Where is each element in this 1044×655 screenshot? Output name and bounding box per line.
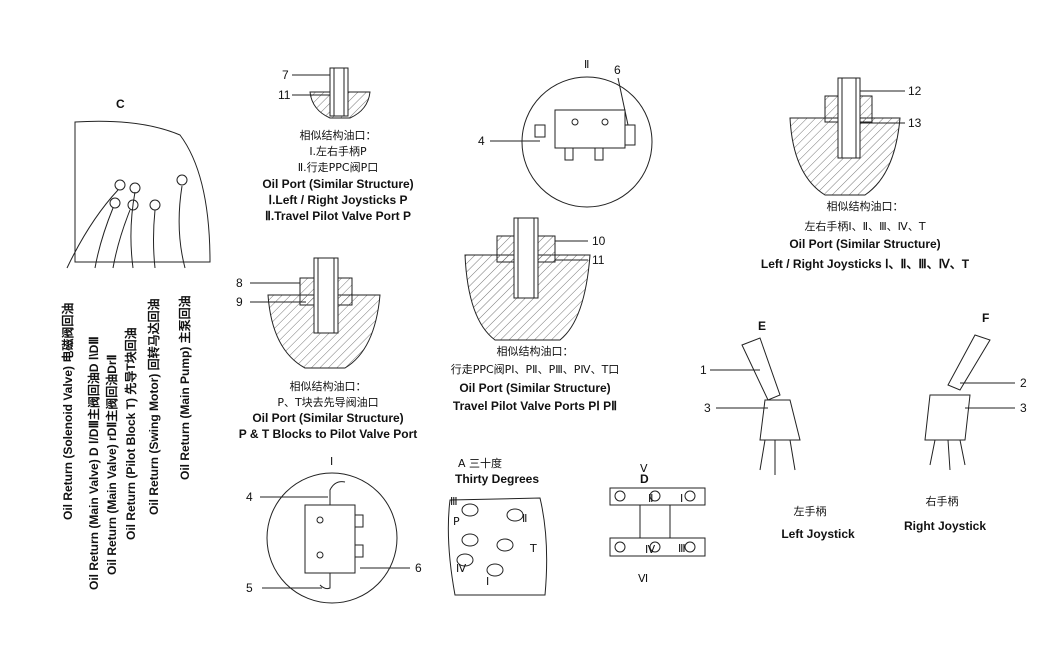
- port-label: Ⅱ: [522, 512, 527, 525]
- view-f-right-joystick: F 2 3 右手柄 Right Joystick: [904, 311, 1027, 533]
- callout-8: 8: [236, 276, 243, 290]
- right-joystick-en: Right Joystick: [904, 519, 986, 533]
- port-label: T: [529, 542, 537, 555]
- view-c-label: C: [116, 97, 125, 111]
- return-label-main-valve-2: Oil Return (Main Valve) rDⅡ主阀回油DrⅡ: [104, 354, 119, 575]
- callout-13: 13: [908, 116, 922, 130]
- caption-line: Oil Port (Similar Structure): [459, 381, 610, 395]
- section-port-joystick: 12 13 相似结构油口： 左右手柄Ⅰ、Ⅱ、Ⅲ、Ⅳ、T Oil Port (Si…: [761, 77, 970, 271]
- callout-10: 10: [592, 234, 606, 248]
- view-f-label: F: [982, 311, 989, 325]
- caption-line: Travel Pilot Valve Ports PⅠ PⅡ: [453, 399, 617, 413]
- callout-7: 7: [282, 68, 289, 82]
- port-fittings: [456, 503, 524, 577]
- view-2: Ⅱ 6 4: [478, 58, 653, 208]
- return-fittings: [109, 174, 188, 211]
- left-joystick-en: Left Joystick: [781, 527, 855, 541]
- caption-line: 左右手柄Ⅰ、Ⅱ、Ⅲ、Ⅳ、T: [804, 219, 925, 233]
- caption-line: 行走PPC阀PⅠ、PⅡ、PⅢ、PⅣ、T口: [451, 362, 620, 376]
- port-label: Ⅳ: [456, 562, 467, 575]
- section-port-travel: 10 11 相似结构油口： 行走PPC阀PⅠ、PⅡ、PⅢ、PⅣ、T口 Oil P…: [451, 217, 620, 413]
- callout-3: 3: [1020, 401, 1027, 415]
- right-joystick-cn: 右手柄: [926, 494, 959, 508]
- view-a-sublabel: Thirty Degrees: [455, 472, 539, 486]
- callout-11: 11: [592, 253, 605, 267]
- callout-12: 12: [908, 84, 922, 98]
- port-label: Ⅴ: [640, 462, 648, 475]
- caption-line: Ⅱ.Travel Pilot Valve Port P: [265, 209, 411, 223]
- port-label: Ⅲ: [450, 495, 458, 508]
- callout-2: 2: [1020, 376, 1027, 390]
- port-label: Ⅰ: [486, 575, 489, 588]
- caption-line: 相似结构油口：: [290, 379, 367, 393]
- port-label: Ⅵ: [638, 572, 648, 585]
- view-c: C Oil Return (Solenoid Valve) 电磁阀回油 Oil …: [60, 97, 211, 590]
- callout-11: 11: [278, 88, 291, 102]
- view-e-left-joystick: E 1 3 左手柄 Left Joystick: [700, 319, 855, 541]
- caption-line: Oil Port (Similar Structure): [262, 177, 413, 191]
- caption-line: P、T块去先导阀油口: [277, 395, 378, 409]
- callout-1: 1: [700, 363, 707, 377]
- caption-line: Oil Port (Similar Structure): [789, 237, 940, 251]
- caption-line: 相似结构油口：: [300, 128, 377, 142]
- port-label: P: [453, 515, 460, 528]
- caption-line: Left / Right Joysticks Ⅰ、Ⅱ、Ⅲ、Ⅳ、T: [761, 257, 970, 271]
- return-label-solenoid: Oil Return (Solenoid Valve) 电磁阀回油: [60, 303, 75, 520]
- return-label-main-pump: Oil Return (Main Pump) 主泵回油: [177, 295, 192, 480]
- view-a-label: A 三十度: [458, 456, 502, 470]
- return-label-swing-motor: Oil Return (Swing Motor) 回转马达回油: [146, 298, 161, 515]
- caption-line: Oil Port (Similar Structure): [252, 411, 403, 425]
- section-port-pt: 8 9 相似结构油口： P、T块去先导阀油口 Oil Port (Similar…: [236, 257, 418, 441]
- view-d-label: D: [640, 472, 649, 486]
- return-label-pilot-block: Oil Return (Pilot Block T) 先导T块回油: [123, 327, 138, 540]
- view-2-label: Ⅱ: [584, 58, 589, 71]
- callout-6: 6: [614, 63, 621, 77]
- callout-4: 4: [478, 134, 485, 148]
- left-joystick-cn: 左手柄: [794, 504, 827, 518]
- port-label: Ⅲ: [678, 542, 686, 555]
- port-label: Ⅱ: [648, 492, 653, 505]
- caption-line: Ⅰ.左右手柄P: [309, 144, 367, 158]
- port-label: Ⅰ: [680, 492, 683, 505]
- callout-6: 6: [415, 561, 422, 575]
- caption-line: 相似结构油口：: [497, 344, 574, 358]
- view-1: Ⅰ 4 6 5: [246, 455, 422, 604]
- view-a: A 三十度 Thirty Degrees Ⅲ Ⅱ P T Ⅳ Ⅰ: [447, 456, 548, 596]
- caption-line: 相似结构油口：: [827, 199, 904, 213]
- callout-9: 9: [236, 295, 243, 309]
- callout-4: 4: [246, 490, 253, 504]
- view-1-label: Ⅰ: [330, 455, 333, 468]
- view-d: D Ⅴ Ⅱ Ⅰ Ⅳ Ⅲ Ⅵ: [609, 462, 706, 585]
- view-e-label: E: [758, 319, 766, 333]
- caption-line: P & T Blocks to Pilot Valve Port: [239, 427, 418, 441]
- view-c-outline: [74, 120, 211, 263]
- caption-line: Ⅱ.行走PPC阀P口: [298, 160, 379, 174]
- callout-3: 3: [704, 401, 711, 415]
- port-label: Ⅳ: [645, 543, 656, 556]
- caption-line: Ⅰ.Left / Right Joysticks P: [269, 193, 408, 207]
- section-port-p: 7 11 相似结构油口： Ⅰ.左右手柄P Ⅱ.行走PPC阀P口 Oil Port…: [262, 67, 414, 223]
- callout-5: 5: [246, 581, 253, 595]
- return-label-main-valve-1: Oil Return (Main Valve) D Ⅰ/DⅢ主阀回油D Ⅰ\DⅢ: [86, 336, 101, 590]
